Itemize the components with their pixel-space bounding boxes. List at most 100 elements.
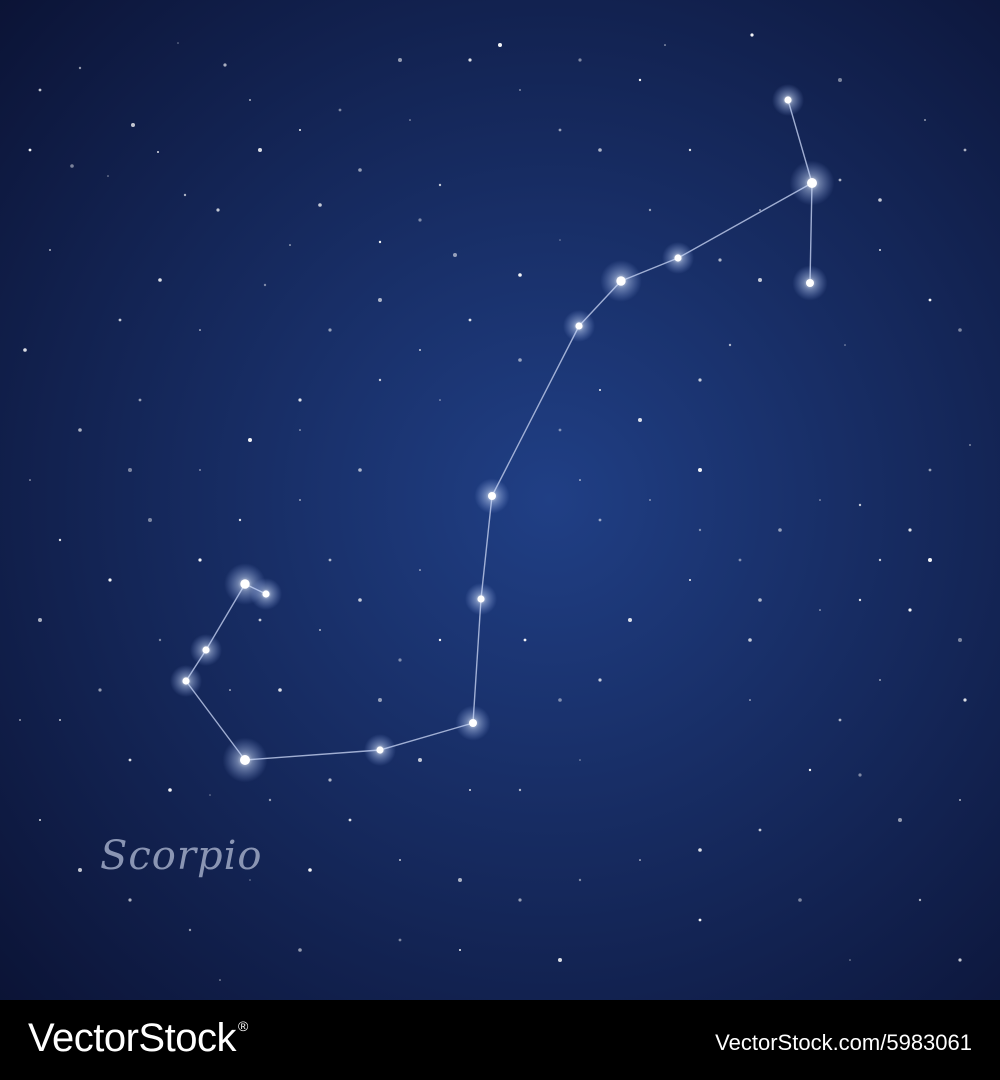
background-star xyxy=(348,818,352,822)
background-star xyxy=(758,278,762,282)
background-star xyxy=(844,344,846,346)
background-star xyxy=(648,208,652,212)
background-star xyxy=(649,499,651,501)
background-star xyxy=(879,249,881,251)
background-star xyxy=(328,778,332,782)
background-star xyxy=(278,688,282,692)
background-star xyxy=(249,99,251,101)
background-star xyxy=(418,218,422,222)
background-star xyxy=(289,244,291,246)
constellation-star xyxy=(772,84,804,116)
background-star xyxy=(928,558,932,562)
constellation-star xyxy=(563,310,595,342)
background-star xyxy=(879,679,881,681)
star-core xyxy=(575,322,583,330)
background-star xyxy=(758,828,762,832)
background-star xyxy=(78,66,82,70)
background-star xyxy=(858,773,862,777)
background-star xyxy=(558,128,562,132)
background-star xyxy=(638,418,642,422)
background-star xyxy=(518,358,522,362)
background-star xyxy=(438,638,442,642)
background-star xyxy=(157,151,159,153)
background-star xyxy=(438,183,442,187)
background-star xyxy=(131,123,135,127)
background-star xyxy=(78,868,82,872)
background-star xyxy=(468,58,472,62)
background-star xyxy=(268,798,272,802)
background-star xyxy=(963,698,967,702)
background-star xyxy=(808,768,812,772)
background-star xyxy=(219,979,221,981)
background-star xyxy=(898,818,902,822)
background-star xyxy=(263,283,267,287)
background-star xyxy=(28,148,32,152)
constellation-star xyxy=(662,242,694,274)
background-star xyxy=(199,329,201,331)
background-star xyxy=(558,698,562,702)
background-star xyxy=(523,638,527,642)
background-star xyxy=(798,898,802,902)
star-core xyxy=(784,96,792,104)
background-star xyxy=(908,608,912,612)
star-core xyxy=(469,719,477,727)
background-star xyxy=(918,898,922,902)
background-star xyxy=(199,469,201,471)
background-star xyxy=(258,148,262,152)
background-star xyxy=(59,719,61,721)
background-star xyxy=(439,399,441,401)
background-star xyxy=(849,959,851,961)
background-star xyxy=(518,788,522,792)
constellation-star xyxy=(465,583,497,615)
constellation-star xyxy=(600,260,642,302)
constellation-line xyxy=(472,598,482,724)
background-star xyxy=(148,518,152,522)
background-star xyxy=(198,558,202,562)
background-star xyxy=(299,499,301,501)
background-star xyxy=(128,468,132,472)
background-star xyxy=(958,328,962,332)
background-star xyxy=(748,638,752,642)
background-star xyxy=(579,479,581,481)
background-star xyxy=(519,89,521,91)
constellation-star xyxy=(474,478,510,514)
star-core xyxy=(807,178,817,188)
watermark-logo-text: VectorStock xyxy=(28,1016,236,1060)
background-star xyxy=(838,78,842,82)
background-star xyxy=(578,878,582,882)
star-core xyxy=(674,254,682,262)
background-star xyxy=(599,389,601,391)
background-star xyxy=(838,178,842,182)
background-star xyxy=(258,618,262,622)
background-star xyxy=(518,273,522,277)
background-star xyxy=(138,398,142,402)
background-star xyxy=(223,63,227,67)
background-star xyxy=(298,398,302,402)
constellation-line xyxy=(677,182,813,259)
star-core xyxy=(806,279,814,287)
background-star xyxy=(598,678,602,682)
star-core xyxy=(477,595,485,603)
background-star xyxy=(453,253,457,257)
background-star xyxy=(409,119,411,121)
background-star xyxy=(98,688,102,692)
background-star xyxy=(128,898,132,902)
background-star xyxy=(328,328,332,332)
background-star xyxy=(38,88,42,92)
background-star xyxy=(248,438,252,442)
background-star xyxy=(924,119,926,121)
background-star xyxy=(749,699,751,701)
background-star xyxy=(908,528,912,532)
background-star xyxy=(969,444,971,446)
watermark-bar: VectorStock ® VectorStock.com/5983061 xyxy=(0,1000,1000,1080)
background-star xyxy=(579,759,581,761)
constellation-name: Scorpio xyxy=(100,833,263,879)
background-star xyxy=(398,58,402,62)
background-star xyxy=(378,698,382,702)
background-star xyxy=(558,958,562,962)
background-star xyxy=(188,928,192,932)
constellation-star xyxy=(170,665,202,697)
background-star xyxy=(598,148,602,152)
background-star xyxy=(19,719,21,721)
background-star xyxy=(358,168,362,172)
